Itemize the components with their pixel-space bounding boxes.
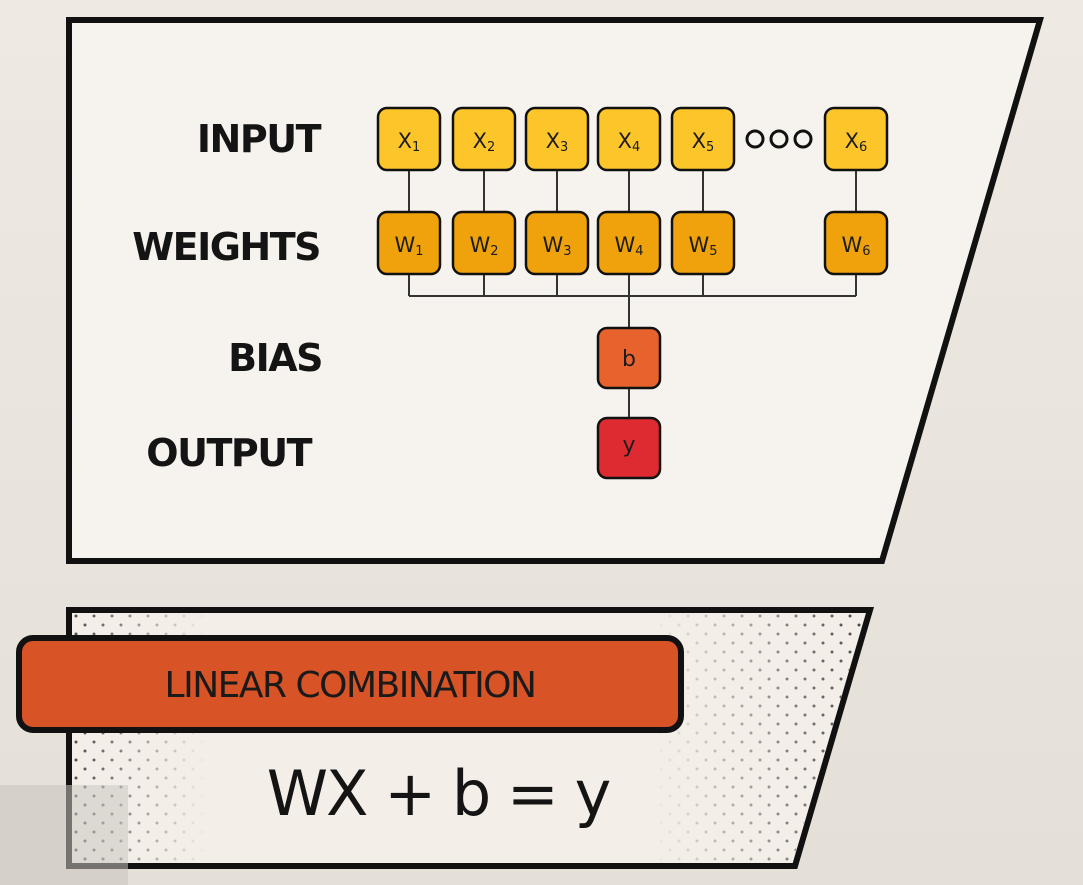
- weight-node-6: W6: [823, 210, 889, 276]
- banner-title: LINEAR COMBINATION: [165, 665, 536, 706]
- input-node-5: X5: [670, 106, 736, 172]
- diagram-panel: [66, 17, 1045, 564]
- output-node: y: [596, 416, 662, 480]
- connector-lines: [408, 170, 857, 418]
- weight-node-2: W2: [451, 210, 517, 276]
- input-nodes: X1 X2 X3 X4 X5 X6: [376, 106, 889, 172]
- input-node-3: X3: [524, 106, 590, 172]
- watermark-logo: [0, 785, 128, 885]
- weight-node-1: W1: [376, 210, 442, 276]
- weight-node-5: W5: [670, 210, 736, 276]
- formula: WX + b = y: [267, 757, 610, 830]
- weight-nodes: W1 W2 W3 W4 W5 W6: [376, 210, 889, 276]
- input-node-1: X1: [376, 106, 442, 172]
- weight-node-label: W6: [841, 233, 870, 259]
- input-node-2: X2: [451, 106, 517, 172]
- weight-node-label: W2: [469, 233, 498, 259]
- weight-node-4: W4: [596, 210, 662, 276]
- output-node-label: y: [622, 433, 635, 458]
- input-node-label: X4: [618, 129, 641, 155]
- weight-node-3: W3: [524, 210, 590, 276]
- input-row-label: INPUT: [197, 117, 322, 161]
- weight-node-label: W1: [394, 233, 423, 259]
- input-node-4: X4: [596, 106, 662, 172]
- bias-node-label: b: [622, 347, 636, 372]
- bias-node: b: [596, 326, 662, 390]
- weight-node-label: W5: [688, 233, 717, 259]
- output-row-label: OUTPUT: [146, 431, 312, 475]
- weights-row-label: WEIGHTS: [132, 225, 320, 269]
- ellipsis-icon: [745, 129, 813, 149]
- weight-node-label: W4: [614, 233, 643, 259]
- input-node-label: X1: [398, 129, 421, 155]
- input-node-label: X5: [692, 129, 715, 155]
- input-node-label: X3: [546, 129, 569, 155]
- linear-combination-banner: LINEAR COMBINATION: [16, 635, 684, 733]
- input-node-label: X2: [473, 129, 496, 155]
- weight-node-label: W3: [542, 233, 571, 259]
- input-node-6: X6: [823, 106, 889, 172]
- input-node-label: X6: [845, 129, 868, 155]
- bias-row-label: BIAS: [228, 336, 322, 380]
